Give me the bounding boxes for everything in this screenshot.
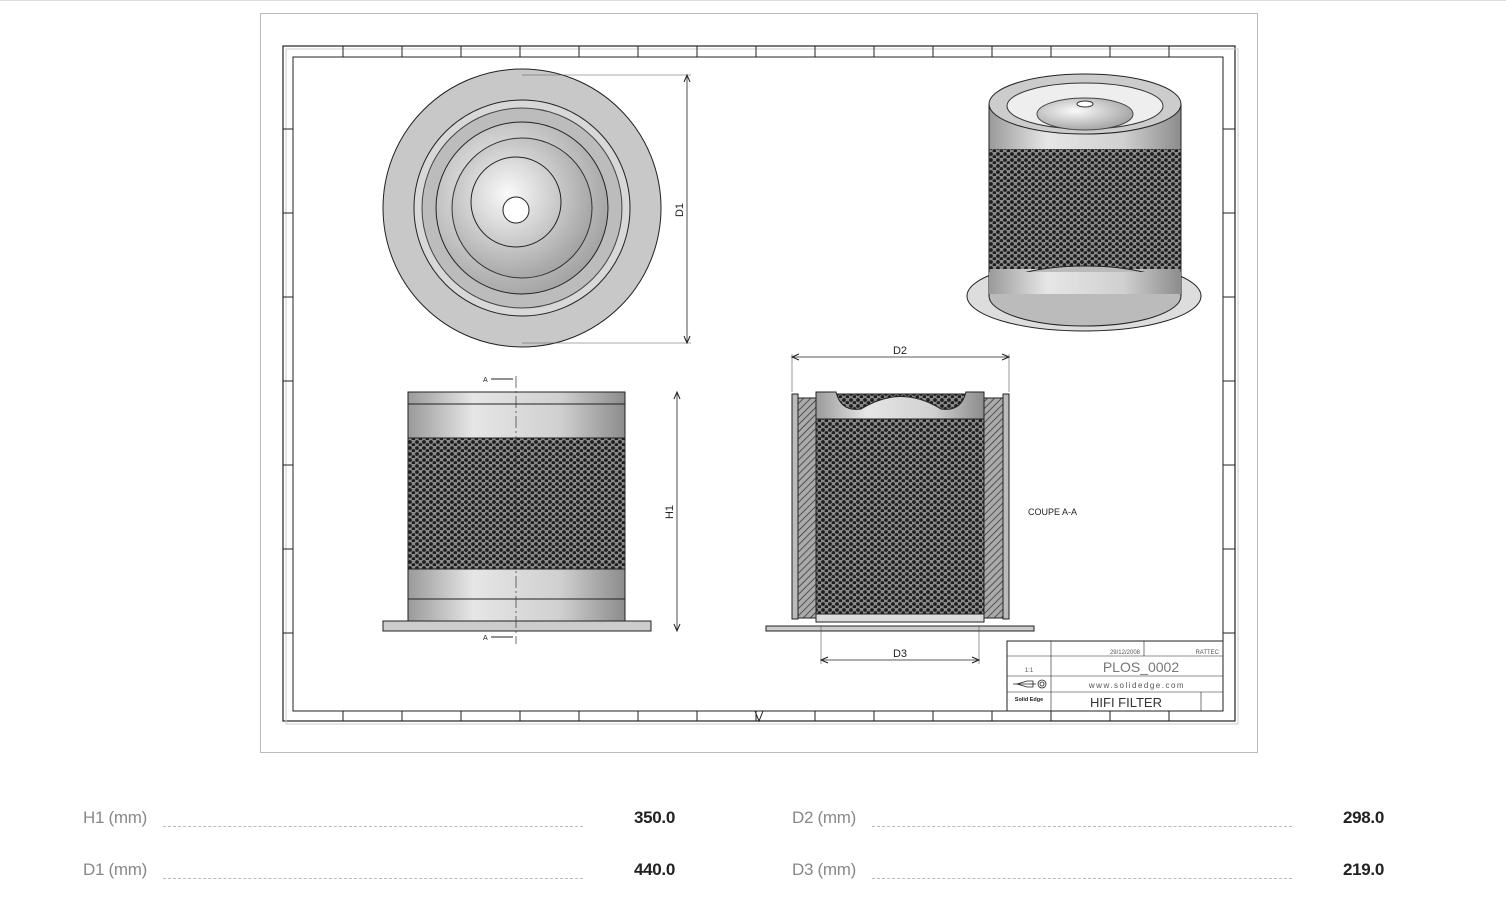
website: www.solidedge.com [1088,681,1185,690]
spec-label: D2 (mm) [792,808,856,827]
scale: 1:1 [1025,668,1034,674]
border-ticks [283,46,1235,721]
drawing-svg: D1 A A H1 D2 D3 COUPE A-A [282,45,1239,725]
section-mark-top: A [483,377,488,384]
title-block: 29/12/2008 RATTEC 1:1 PLOS_0002 www.soli… [1006,640,1224,712]
leader-dots [872,826,1292,827]
spec-row-d2: D2 (mm) 298.0 [792,808,1384,832]
center-mark-icon [754,710,764,723]
spec-label: D3 (mm) [792,860,856,879]
software-logo: Solid Edge [1015,697,1043,703]
leader-dots [872,878,1292,879]
leader-dots [163,878,583,879]
front-view: A A H1 [382,376,681,644]
section-mark-bottom: A [483,635,488,642]
dim-h1-label: H1 [664,505,676,519]
spec-row-h1: H1 (mm) 350.0 [83,808,675,832]
dim-d1-label: D1 [674,203,686,217]
top-view: D1 [382,68,691,348]
drawing-number: PLOS_0002 [1103,659,1179,675]
spec-label: H1 (mm) [83,808,147,827]
spec-value: 219.0 [1342,860,1384,879]
spec-label: D1 (mm) [83,860,147,879]
spec-value: 350.0 [633,808,675,827]
dim-d2-label: D2 [893,345,907,357]
isometric-view [966,73,1202,332]
technical-drawing: D1 A A H1 D2 D3 COUPE A-A [260,13,1258,753]
drawing-title: HIFI FILTER [1090,695,1162,710]
projection-symbol-icon [1013,679,1047,689]
dim-d3-label: D3 [893,648,907,660]
author: RATTEC [1195,650,1219,656]
spec-value: 298.0 [1342,808,1384,827]
date: 29/12/2008 [1110,650,1141,656]
top-divider [0,0,1506,1]
leader-dots [163,826,583,827]
spec-row-d3: D3 (mm) 219.0 [792,860,1384,884]
spec-value: 440.0 [633,860,675,879]
section-label: COUPE A-A [1028,507,1077,517]
spec-row-d1: D1 (mm) 440.0 [83,860,675,884]
section-view: D2 D3 COUPE A-A [765,345,1077,664]
